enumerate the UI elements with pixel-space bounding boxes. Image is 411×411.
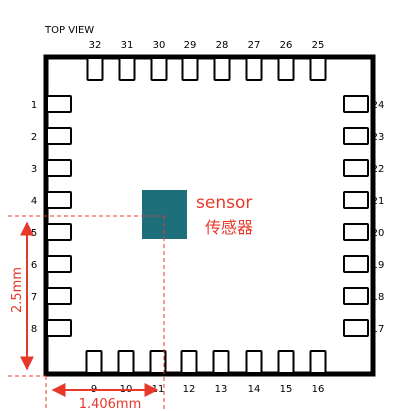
- pin-label-21: 21: [372, 196, 385, 207]
- pin-label-4: 4: [31, 196, 37, 207]
- pin-pad-21: [343, 191, 369, 209]
- pin-pad-14: [245, 350, 263, 374]
- pin-pad-20: [343, 223, 369, 241]
- pin-pad-5: [46, 223, 72, 241]
- pin-pad-3: [46, 159, 72, 177]
- pin-pad-17: [343, 319, 369, 337]
- pin-label-6: 6: [31, 260, 37, 271]
- pin-pad-12: [180, 350, 198, 374]
- pin-pad-29: [181, 57, 199, 81]
- pin-pad-8: [46, 319, 72, 337]
- pin-pad-23: [343, 127, 369, 145]
- pin-label-13: 13: [215, 384, 228, 395]
- pin-label-23: 23: [372, 132, 385, 143]
- pin-label-14: 14: [248, 384, 261, 395]
- pin-label-20: 20: [372, 228, 385, 239]
- pin-label-24: 24: [372, 100, 385, 111]
- pin-pad-13: [212, 350, 230, 374]
- pin-label-32: 32: [89, 40, 102, 51]
- pin-label-12: 12: [183, 384, 196, 395]
- pin-pad-6: [46, 255, 72, 273]
- pin-label-22: 22: [372, 164, 385, 175]
- pin-label-29: 29: [184, 40, 197, 51]
- pin-pad-10: [117, 350, 135, 374]
- dimension-label-horizontal: 1.406mm: [79, 397, 142, 411]
- pin-pad-27: [245, 57, 263, 81]
- pin-pad-11: [149, 350, 167, 374]
- pin-pad-7: [46, 287, 72, 305]
- pin-label-5: 5: [31, 228, 37, 239]
- pin-label-17: 17: [372, 324, 385, 335]
- pin-label-15: 15: [280, 384, 293, 395]
- left-pin-column: 1 2 3 4 5 6 7 8: [31, 95, 72, 337]
- pin-pad-9: [85, 350, 103, 374]
- pin-label-26: 26: [280, 40, 293, 51]
- dimension-label-vertical: 2.5mm: [10, 267, 25, 313]
- pin-pad-26: [277, 57, 295, 81]
- pin-label-16: 16: [312, 384, 325, 395]
- pin-pad-25: [309, 57, 327, 81]
- pin-pad-30: [150, 57, 168, 81]
- pin-pad-18: [343, 287, 369, 305]
- pin-pad-1: [46, 95, 72, 113]
- sensor-label-en: sensor: [196, 193, 252, 213]
- pin-label-31: 31: [121, 40, 134, 51]
- pin-label-30: 30: [153, 40, 166, 51]
- pin-pad-2: [46, 127, 72, 145]
- pin-label-27: 27: [248, 40, 261, 51]
- top-pin-row: 32 31 30 29 28 27 26 25: [86, 40, 327, 81]
- pin-label-18: 18: [372, 292, 385, 303]
- sensor-label-cn: 传感器: [205, 218, 253, 237]
- pin-pad-19: [343, 255, 369, 273]
- pin-pad-32: [86, 57, 104, 81]
- dimension-annotations: [8, 215, 165, 409]
- view-title: TOP VIEW: [44, 25, 94, 36]
- pin-pad-16: [309, 350, 327, 374]
- pin-pad-24: [343, 95, 369, 113]
- pin-pad-31: [118, 57, 136, 81]
- pin-label-28: 28: [216, 40, 229, 51]
- pin-label-7: 7: [31, 292, 37, 303]
- pin-label-8: 8: [31, 324, 37, 335]
- right-pin-column: 24 23 22 21 20 19 18 17: [343, 95, 385, 337]
- pin-label-19: 19: [372, 260, 385, 271]
- pin-label-25: 25: [312, 40, 325, 51]
- pin-pad-4: [46, 191, 72, 209]
- pin-label-2: 2: [31, 132, 37, 143]
- pin-label-3: 3: [31, 164, 37, 175]
- pin-pad-15: [277, 350, 295, 374]
- pin-pad-22: [343, 159, 369, 177]
- pin-label-1: 1: [31, 100, 37, 111]
- pin-pad-28: [213, 57, 231, 81]
